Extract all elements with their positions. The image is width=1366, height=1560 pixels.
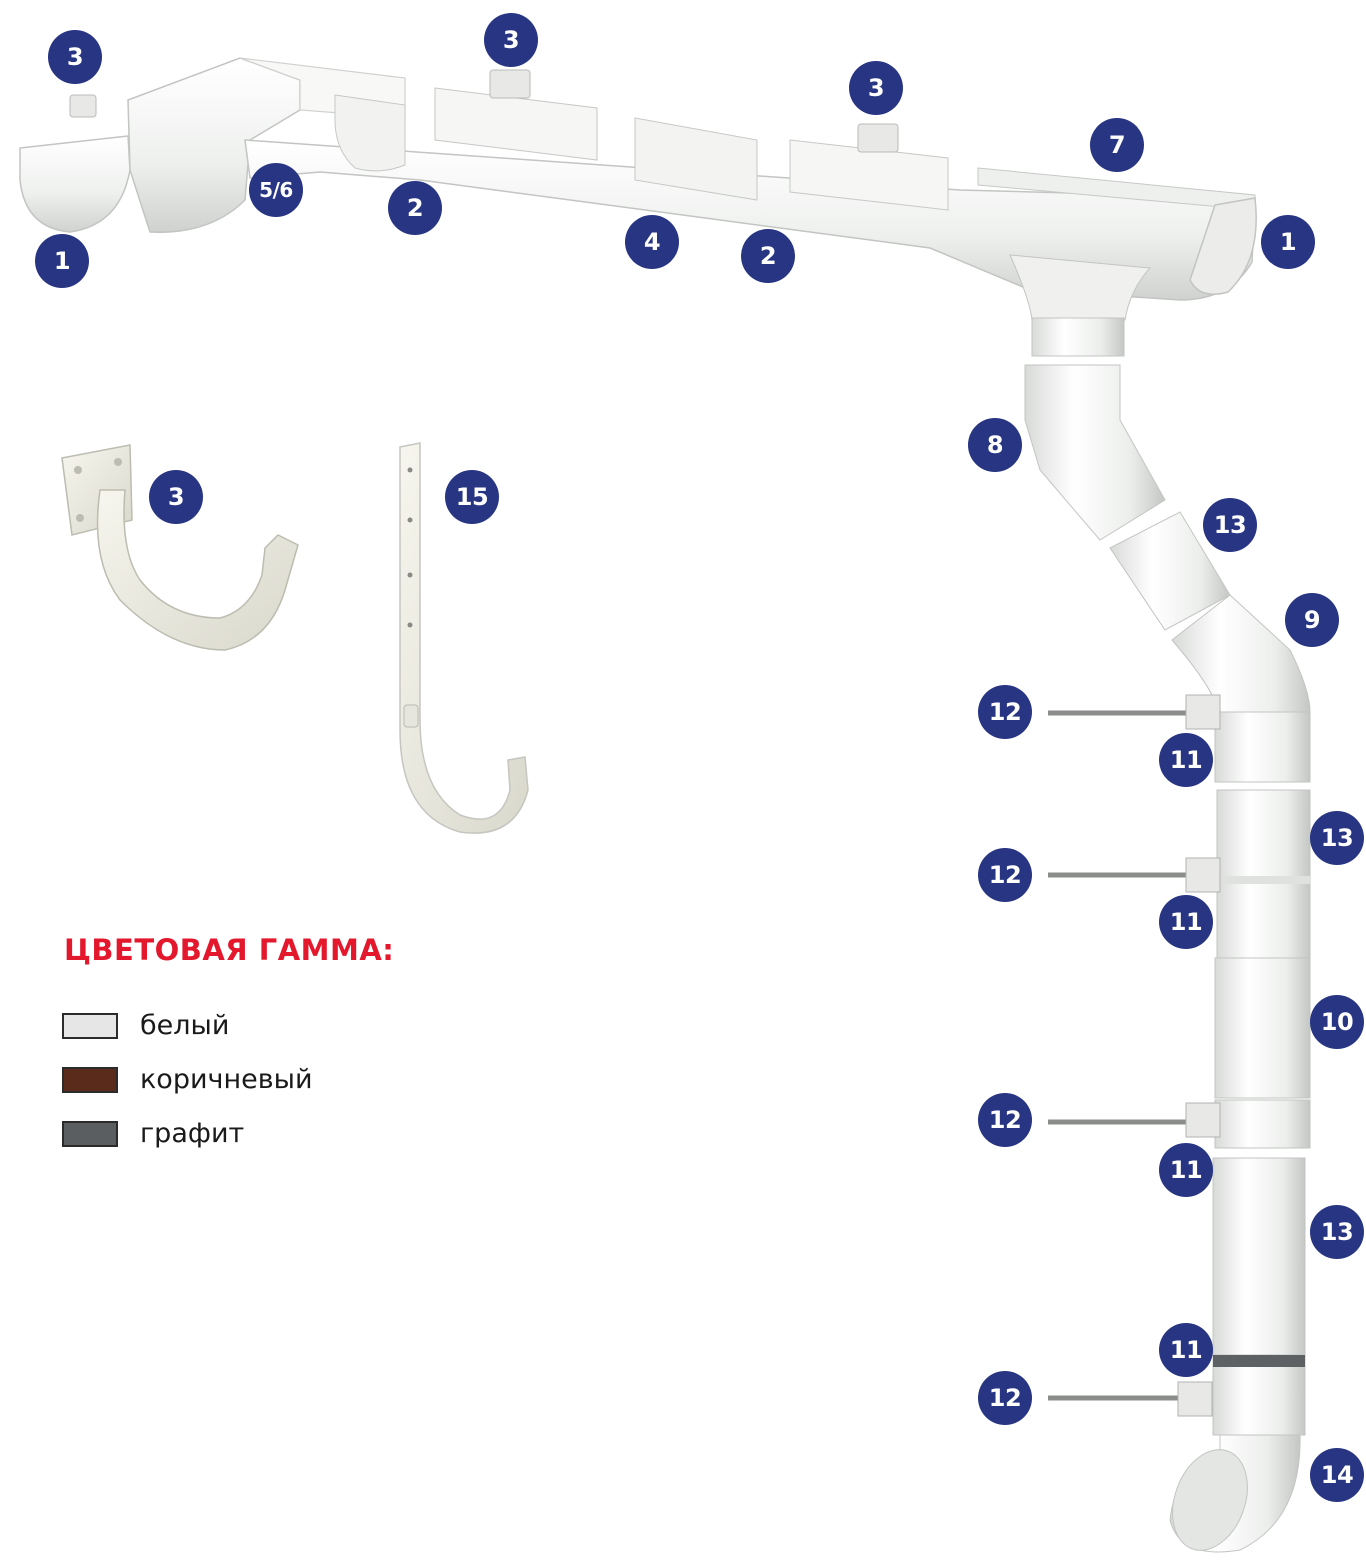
callout-badge-funnel: 7 xyxy=(1090,118,1144,172)
callout-badge-clamp-4: 11 xyxy=(1159,1323,1213,1377)
callout-badge-pin-2: 12 xyxy=(978,848,1032,902)
callout-badge-elbow-upper: 8 xyxy=(968,418,1022,472)
callout-badge-connector-2: 2 xyxy=(741,229,795,283)
callout-badge-pin-3: 12 xyxy=(978,1093,1032,1147)
callout-badge-hook-top-middle: 3 xyxy=(484,13,538,67)
callout-badge-cap-left: 1 xyxy=(35,234,89,288)
pin-2 xyxy=(1048,858,1220,892)
callout-badge-outlet: 14 xyxy=(1310,1448,1364,1502)
callout-badge-cap-right: 1 xyxy=(1261,215,1315,269)
callout-badge-coupling: 10 xyxy=(1310,995,1364,1049)
callout-badge-clamp-3: 11 xyxy=(1159,1143,1213,1197)
callout-badge-connector-1: 2 xyxy=(388,181,442,235)
callout-badge-pin-4: 12 xyxy=(978,1371,1032,1425)
callout-badge-pipe-2: 13 xyxy=(1310,811,1364,865)
swatch-brown xyxy=(62,1067,118,1093)
callout-badge-pipe-3: 13 xyxy=(1310,1205,1364,1259)
callout-badge-elbow-lower: 9 xyxy=(1285,593,1339,647)
callout-badge-hook-detail: 3 xyxy=(149,470,203,524)
gutter-end-cap-left xyxy=(20,136,130,232)
callout-badge-long-bracket: 15 xyxy=(445,470,499,524)
elbow-upper xyxy=(1025,365,1165,540)
callout-badge-pin-1: 12 xyxy=(978,685,1032,739)
legend-item-graphite: графит xyxy=(62,1118,244,1149)
callout-badge-pipe-1: 13 xyxy=(1203,498,1257,552)
legend-label-brown: коричневый xyxy=(140,1064,313,1095)
color-legend-title: ЦВЕТОВАЯ ГАММА: xyxy=(64,933,394,967)
pins xyxy=(1048,695,1220,1416)
callout-badge-hook-top-right: 3 xyxy=(849,61,903,115)
callout-badge-clamp-1: 11 xyxy=(1159,733,1213,787)
legend-item-brown: коричневый xyxy=(62,1064,313,1095)
pin-1 xyxy=(1048,695,1220,729)
legend-label-graphite: графит xyxy=(140,1118,244,1149)
swatch-graphite xyxy=(62,1121,118,1147)
legend-label-white: белый xyxy=(140,1010,229,1041)
gutter-run xyxy=(20,58,1256,356)
swatch-white xyxy=(62,1013,118,1039)
downpipe xyxy=(1025,365,1310,1560)
callout-badge-corner: 5/6 xyxy=(249,163,303,217)
pin-3 xyxy=(1048,1103,1220,1137)
legend-item-white: белый xyxy=(62,1010,229,1041)
callout-badge-gutter-pipe: 4 xyxy=(625,215,679,269)
pin-4 xyxy=(1048,1382,1212,1416)
callout-badge-hook-top-left: 3 xyxy=(48,30,102,84)
callout-badge-clamp-2: 11 xyxy=(1159,895,1213,949)
